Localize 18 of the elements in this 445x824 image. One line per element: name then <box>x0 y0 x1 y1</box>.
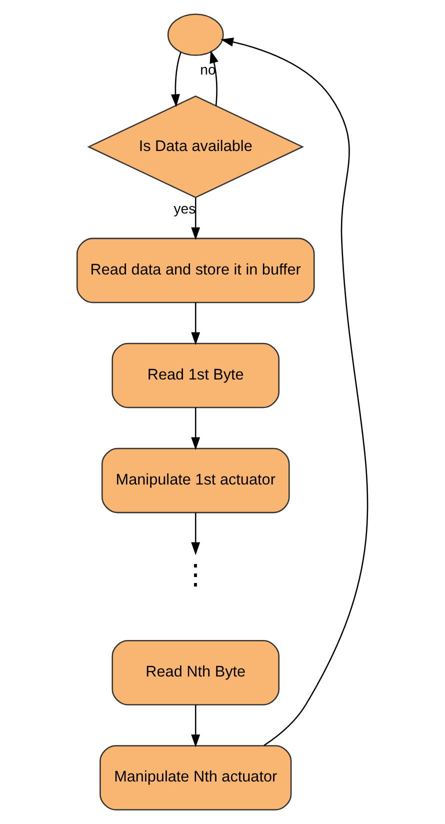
arrow <box>191 302 200 346</box>
arrow <box>220 38 368 746</box>
node-box: Read Nth Byte <box>112 640 280 706</box>
node-text: ⋮ <box>182 558 210 590</box>
node-box: Manipulate Nth actuator <box>100 745 292 810</box>
arrow <box>191 512 200 556</box>
node-box: Read data and store it in buffer <box>76 238 315 304</box>
node-diamond: Is Data available <box>87 96 304 198</box>
arrow <box>191 704 200 748</box>
arrow <box>170 52 182 108</box>
arrow <box>210 50 218 106</box>
node-circle <box>167 14 224 56</box>
edge-label: no <box>200 61 216 78</box>
arrow <box>191 198 200 240</box>
node-box: Read 1st Byte <box>112 342 280 408</box>
arrow <box>191 408 200 450</box>
node-box: Manipulate 1st actuator <box>101 448 290 514</box>
edge-label: yes <box>174 200 196 217</box>
